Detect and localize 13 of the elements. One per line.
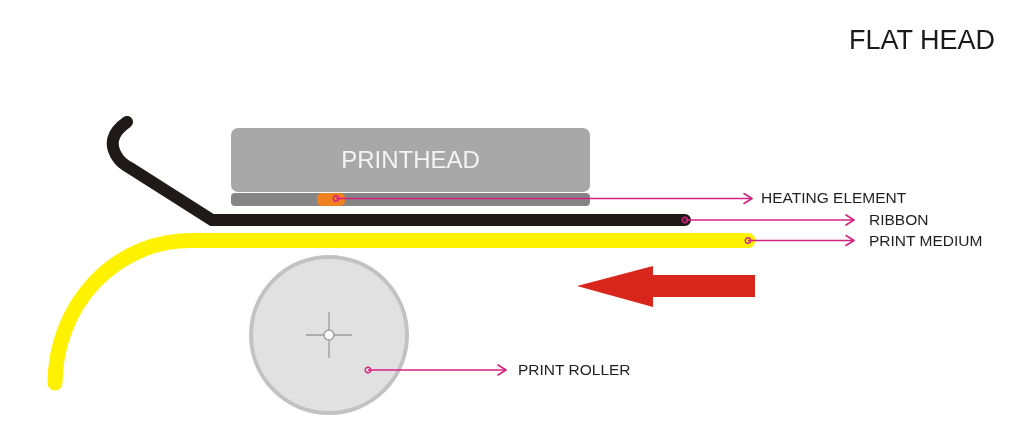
leader-line (332, 192, 753, 205)
callout-label: PRINT ROLLER (518, 361, 631, 379)
leader-line (681, 214, 855, 226)
print-roller (249, 255, 409, 415)
print-medium-strip (47, 233, 756, 391)
callout-label: RIBBON (869, 210, 929, 229)
callout-label: PRINT MEDIUM (869, 231, 983, 250)
ribbon-strip (106, 116, 691, 226)
diagram-title: FLAT HEAD (848, 25, 995, 56)
printhead-label: PRINTHEAD (341, 146, 480, 174)
leader-line (744, 234, 855, 247)
leader-line (364, 364, 507, 376)
callout-label: HEATING ELEMENT (761, 189, 907, 207)
